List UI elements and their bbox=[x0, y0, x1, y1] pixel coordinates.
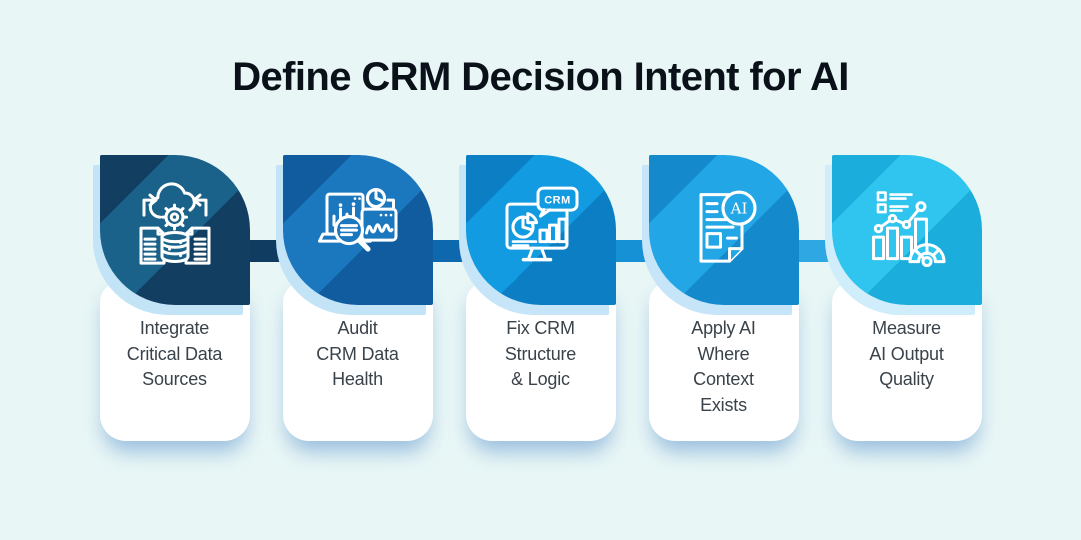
page-title: Define CRM Decision Intent for AI bbox=[232, 55, 849, 99]
step-card-integrate-data: Integrate Critical Data Sources bbox=[92, 155, 250, 441]
icon-bubble bbox=[282, 155, 433, 305]
crm-structure-icon: CRM bbox=[505, 186, 578, 262]
data-integration-icon bbox=[139, 182, 210, 265]
output-quality-icon bbox=[871, 191, 945, 268]
step-label: Audit CRM Data Health bbox=[316, 318, 399, 390]
step-label: Integrate Critical Data Sources bbox=[126, 318, 223, 390]
step-card-audit-health: Audit CRM Data Health bbox=[275, 155, 433, 441]
step-card-apply-ai: Apply AI Where Context Exists AI bbox=[641, 155, 799, 441]
step-label: Apply AI Where Context Exists bbox=[691, 318, 756, 415]
step-label: Fix CRM Structure & Logic bbox=[504, 318, 577, 390]
step-card-fix-structure: Fix CRM Structure & Logic bbox=[458, 155, 616, 441]
ai-label: AI bbox=[729, 200, 747, 218]
data-audit-icon bbox=[317, 188, 397, 252]
icon-bubble bbox=[99, 155, 250, 305]
icon-bubble bbox=[831, 155, 982, 305]
ai-document-icon: AI bbox=[699, 190, 756, 263]
crm-label: CRM bbox=[544, 195, 571, 207]
icon-bubble: CRM bbox=[465, 155, 616, 305]
step-label: Measure AI Output Quality bbox=[869, 318, 944, 390]
steps-row: Integrate Critical Data Sources bbox=[0, 155, 1081, 441]
icon-bubble: AI bbox=[648, 155, 799, 305]
step-card-measure-quality: Measure AI Output Quality bbox=[824, 155, 982, 441]
